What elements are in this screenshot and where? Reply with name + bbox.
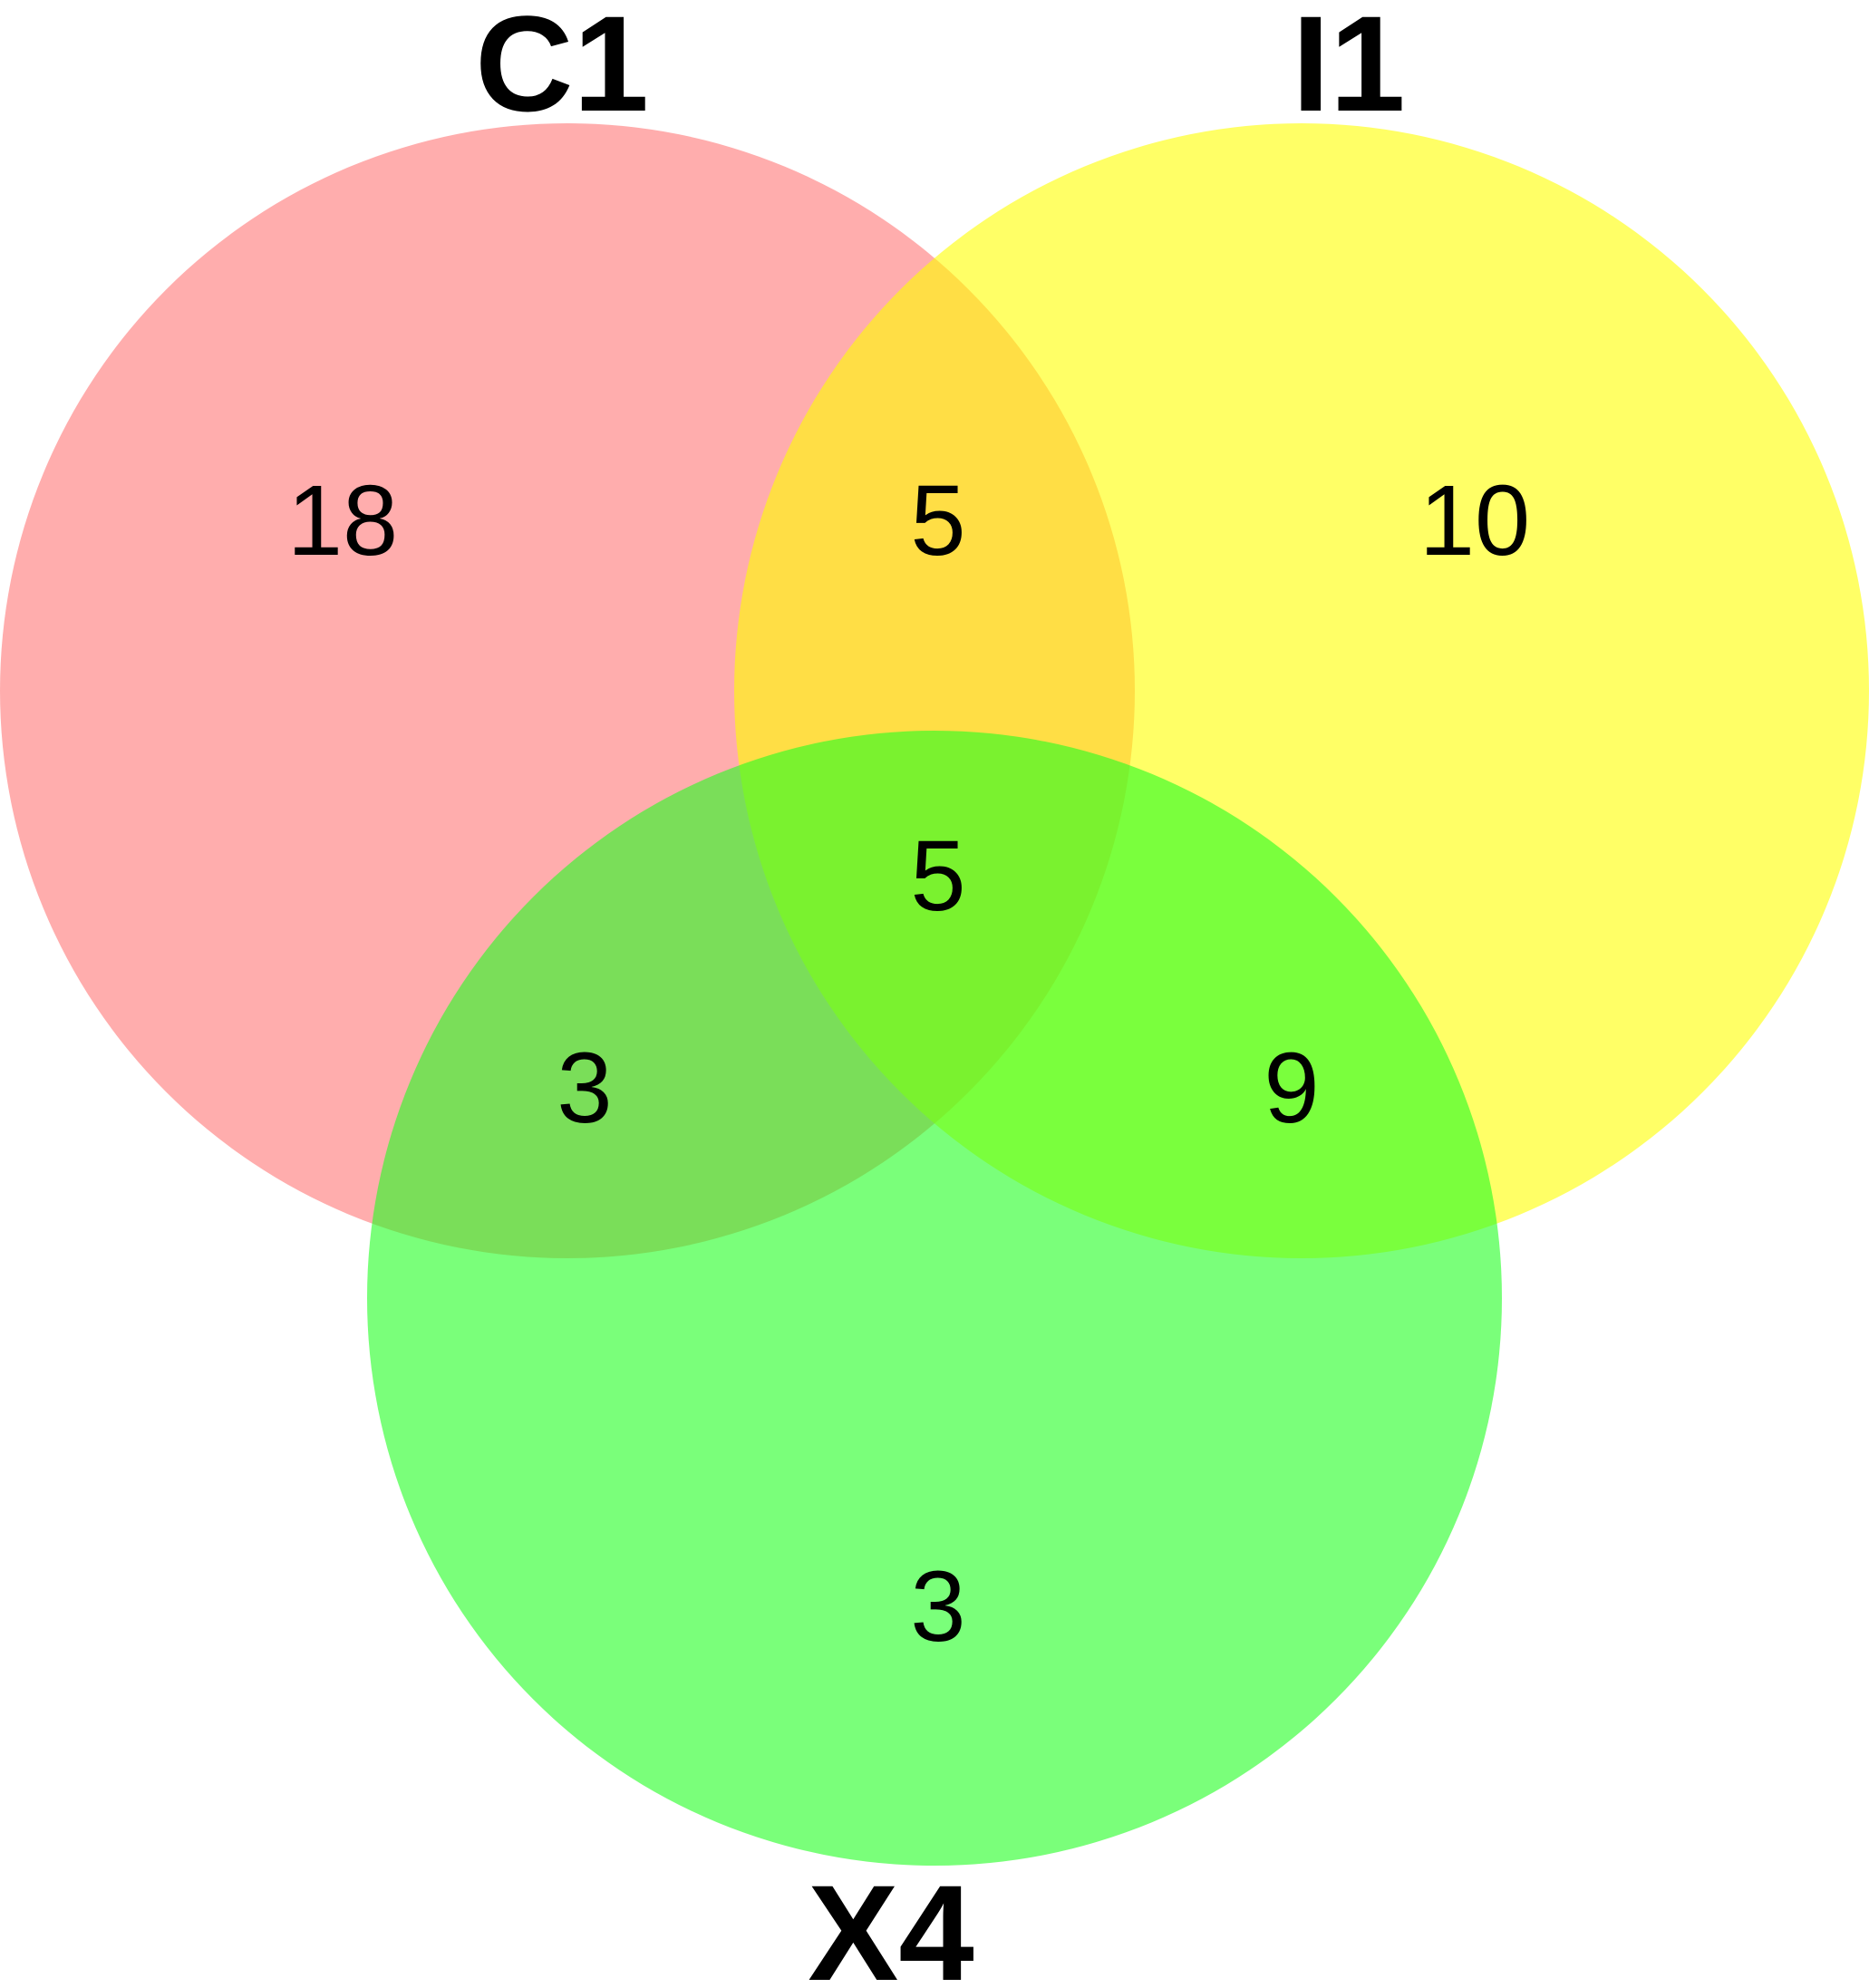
set-label-c1: C1 <box>475 0 649 140</box>
set-label-x4: X4 <box>808 1857 973 1988</box>
count-c1-i1: 5 <box>910 465 965 577</box>
count-c1-x4: 3 <box>557 1033 612 1144</box>
count-c1-only: 18 <box>287 465 398 577</box>
count-c1-i1-x4: 5 <box>910 820 965 932</box>
count-i1-x4: 9 <box>1264 1033 1319 1144</box>
set-circle-x4 <box>367 731 1502 1866</box>
set-label-i1: I1 <box>1292 0 1405 140</box>
count-x4-only: 3 <box>910 1551 965 1663</box>
count-i1-only: 10 <box>1419 465 1530 577</box>
